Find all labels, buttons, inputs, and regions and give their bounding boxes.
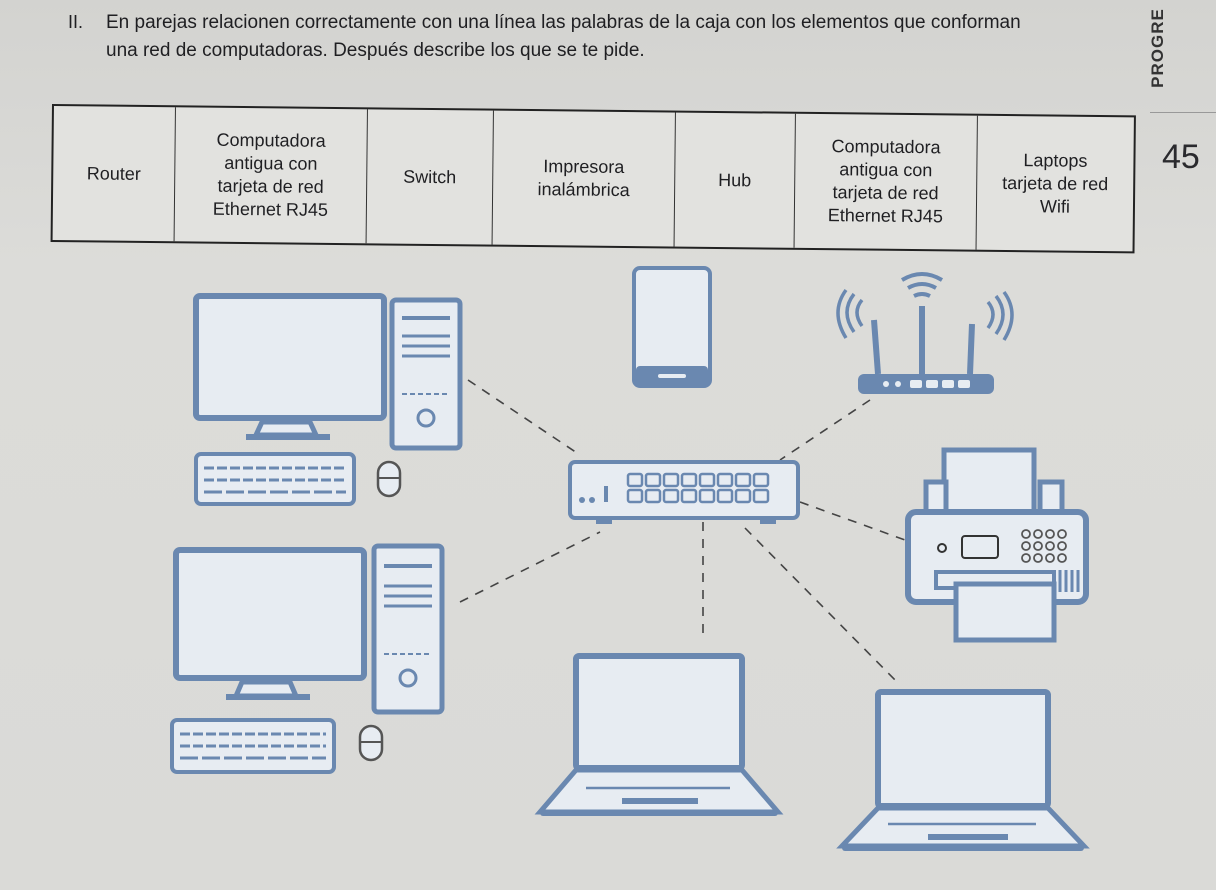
exercise-number: II. (68, 12, 84, 32)
word-box: Router Computadora antigua con tarjeta d… (50, 104, 1136, 254)
word-cell-old-computer-2: Computadora antigua con tarjeta de red E… (794, 113, 978, 250)
link-desktop-2 (459, 531, 601, 603)
laptop-icon[interactable] (534, 653, 784, 816)
printer-icon[interactable] (905, 447, 1089, 643)
link-desktop-1 (467, 379, 581, 456)
instruction-line-2: una red de computadoras. Después describ… (106, 40, 645, 61)
word-cell-old-computer-1: Computadora antigua con tarjeta de red E… (174, 107, 368, 244)
smartphone-icon[interactable] (632, 266, 712, 388)
desktop-computer-icon[interactable] (193, 293, 463, 506)
link-printer (799, 501, 906, 541)
side-tab-text: PROGRE (1147, 8, 1167, 88)
wifi-router-icon[interactable] (836, 272, 1014, 394)
word-cell-wireless-printer: Impresora inalámbrica (492, 110, 676, 247)
instruction-line-1: En parejas relacionen correctamente con … (106, 12, 1021, 33)
network-diagram (170, 266, 1090, 851)
desktop-computer-icon[interactable] (170, 543, 445, 774)
page-number: 45 (1162, 138, 1200, 176)
word-cell-hub: Hub (674, 112, 796, 248)
network-switch-icon[interactable] (568, 460, 800, 524)
laptop-icon[interactable] (836, 689, 1090, 851)
word-cell-switch: Switch (366, 109, 494, 245)
link-router (779, 399, 871, 461)
side-tab-label: PROGRE (1146, 2, 1176, 102)
link-laptop-2 (744, 527, 901, 686)
side-divider (1150, 112, 1216, 113)
word-cell-router: Router (52, 106, 176, 242)
connection-lines (459, 379, 906, 686)
word-cell-laptops-wifi: Laptops tarjeta de red Wifi (1002, 149, 1109, 217)
